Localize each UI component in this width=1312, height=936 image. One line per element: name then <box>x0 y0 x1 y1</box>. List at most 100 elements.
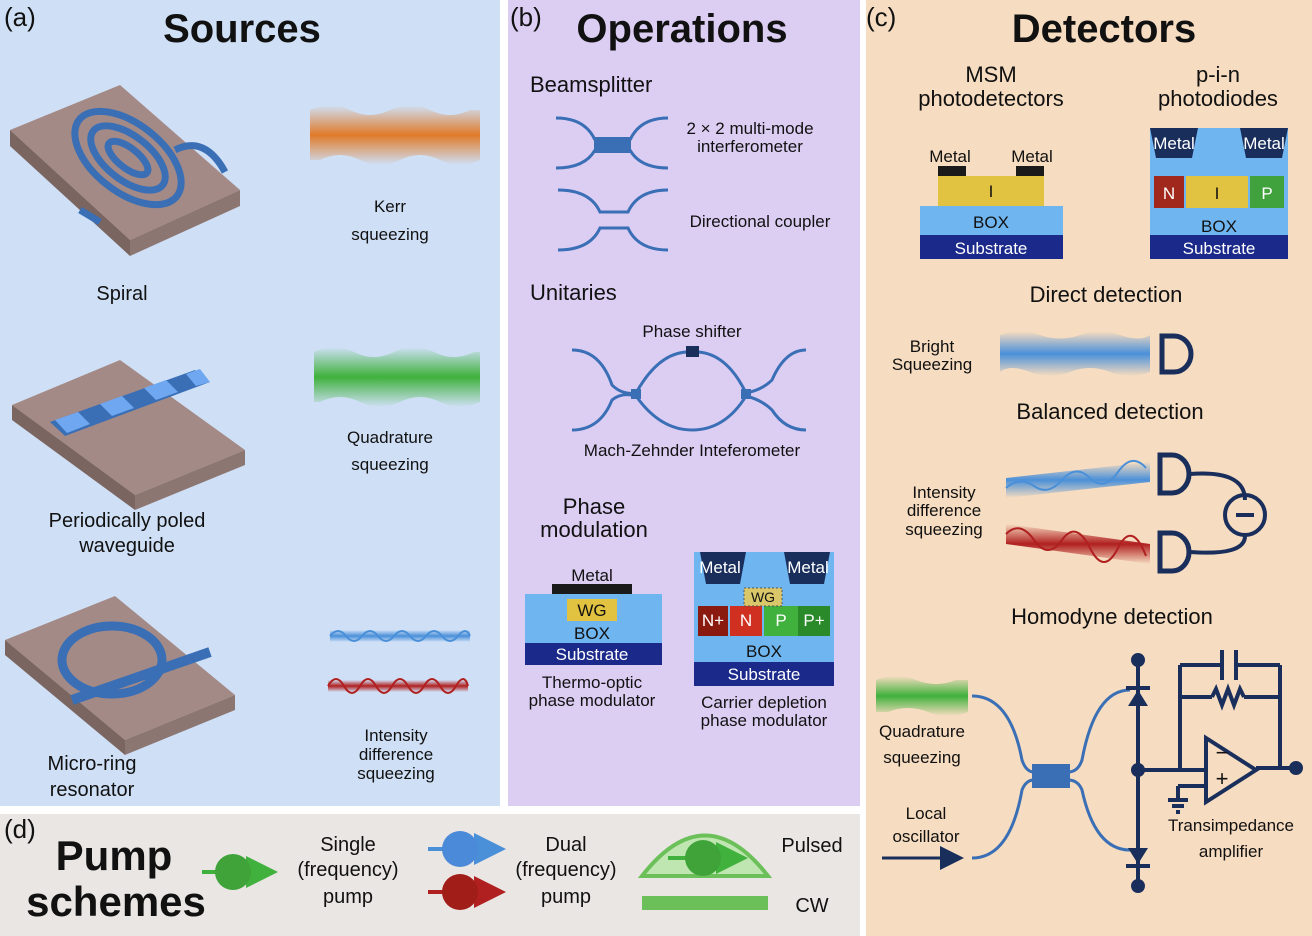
balanced-beams <box>1005 460 1150 564</box>
panel-b-tag: (b) <box>510 2 542 32</box>
carrier-caption-line1: Carrier depletion <box>701 693 827 712</box>
pump-title-line2: schemes <box>26 878 206 925</box>
intensity-beam-red <box>328 680 468 692</box>
phase-mod-heading-line1: Phase <box>563 494 625 519</box>
carrier-n-label: N <box>740 611 752 630</box>
msm-i-label: I <box>989 182 994 201</box>
thermo-caption-line1: Thermo-optic <box>542 673 643 692</box>
bright-squeezing-beam <box>1000 331 1150 376</box>
unitaries-heading: Unitaries <box>530 280 617 305</box>
thermo-optic-stack <box>525 584 662 665</box>
ring-label-line1: Micro-ring <box>48 753 137 775</box>
kerr-label-line2: squeezing <box>351 225 429 244</box>
phase-shifter-label: Phase shifter <box>642 322 742 341</box>
ppwg-label-line1: Periodically poled <box>49 510 206 532</box>
msm-box-label: BOX <box>973 213 1009 232</box>
panel-c-title: Detectors <box>1012 7 1197 51</box>
msm-metal-left: Metal <box>929 147 971 166</box>
spiral-label: Spiral <box>96 283 147 305</box>
single-pump-icon <box>215 854 251 890</box>
msm-metal-right: Metal <box>1011 147 1053 166</box>
balanced-heading: Balanced detection <box>1016 399 1203 424</box>
balanced-label-line3: squeezing <box>905 520 983 539</box>
thermo-box-label: BOX <box>574 624 610 643</box>
pump-title-line1: Pump <box>56 832 173 879</box>
balanced-detector-top-icon <box>1157 452 1192 496</box>
pulsed-label: Pulsed <box>781 835 842 857</box>
dc-label: Directional coupler <box>690 212 831 231</box>
cw-label: CW <box>795 895 828 917</box>
subtractor-icon <box>1223 493 1267 537</box>
directional-coupler <box>557 188 669 252</box>
bright-label-line2: Squeezing <box>892 355 972 374</box>
spiral-chip <box>10 85 240 256</box>
opamp-plus: + <box>1216 766 1229 791</box>
carrier-box-label: BOX <box>746 642 782 661</box>
panel-a-tag: (a) <box>4 2 36 32</box>
homodyne-heading: Homodyne detection <box>1011 604 1213 629</box>
pulsed-pump-icon <box>685 840 721 876</box>
dual-pump-red-icon <box>442 874 478 910</box>
homodyne-quad-line1: Quadrature <box>879 722 965 741</box>
panel-b-title: Operations <box>576 7 787 51</box>
panel-c-tag: (c) <box>866 2 896 32</box>
quad-label-line1: Quadrature <box>347 428 433 447</box>
homodyne-beamsplitter <box>971 688 1131 860</box>
thermo-metal-label: Metal <box>571 566 613 585</box>
intensity-label-line2: difference <box>359 745 433 764</box>
carrier-nplus-label: N+ <box>702 611 724 630</box>
ppwg-chip <box>12 360 245 510</box>
opamp-minus: − <box>1216 740 1229 765</box>
bright-label-line1: Bright <box>910 337 955 356</box>
dual-pump-blue-icon <box>442 831 478 867</box>
pin-stack <box>1150 128 1288 259</box>
pin-substrate-label: Substrate <box>1183 239 1256 258</box>
thermo-substrate-label: Substrate <box>556 645 629 664</box>
mzi-device <box>571 346 807 432</box>
mmi-device <box>555 116 669 170</box>
balanced-detector-bottom-icon <box>1157 530 1192 574</box>
intensity-label-line1: Intensity <box>364 726 428 745</box>
tia-label-line2: amplifier <box>1199 842 1264 861</box>
mzi-label: Mach-Zehnder Inteferometer <box>584 441 801 460</box>
balanced-label-line1: Intensity <box>912 483 976 502</box>
thermo-wg-label: WG <box>577 601 606 620</box>
single-label-line2: (frequency) <box>297 859 398 881</box>
quad-label-line2: squeezing <box>351 455 429 474</box>
panel-a-title: Sources <box>163 7 321 51</box>
carrier-wg-label: WG <box>751 589 775 605</box>
phase-mod-heading-line2: modulation <box>540 517 648 542</box>
lo-label-line2: oscillator <box>892 827 959 846</box>
carrier-p-label: P <box>775 611 786 630</box>
intensity-label-line3: squeezing <box>357 764 435 783</box>
quadrature-beam <box>314 347 480 407</box>
mmi-label-line1: 2 × 2 multi-mode <box>686 119 813 138</box>
carrier-metal-right: Metal <box>787 558 829 577</box>
direct-detector-icon <box>1159 333 1194 375</box>
cw-beam-icon <box>642 896 768 910</box>
single-label-line1: Single <box>320 834 376 856</box>
pin-heading-line1: p-i-n <box>1196 62 1240 87</box>
carrier-substrate-label: Substrate <box>728 665 801 684</box>
thermo-caption-line2: phase modulator <box>529 691 656 710</box>
intensity-wave-red <box>327 678 469 694</box>
pin-box-label: BOX <box>1201 217 1237 236</box>
msm-substrate-label: Substrate <box>955 239 1028 258</box>
kerr-label-line1: Kerr <box>374 197 406 216</box>
pin-metal-left: Metal <box>1153 134 1195 153</box>
dual-label-line3: pump <box>541 886 591 908</box>
msm-stack <box>920 166 1063 259</box>
carrier-pplus-label: P+ <box>803 611 824 630</box>
pin-metal-right: Metal <box>1243 134 1285 153</box>
lo-label-line1: Local <box>906 804 947 823</box>
panel-d-tag: (d) <box>4 814 36 844</box>
beamsplitter-heading: Beamsplitter <box>530 72 652 97</box>
tia-label-line1: Transimpedance <box>1168 816 1294 835</box>
dual-label-line1: Dual <box>545 834 586 856</box>
carrier-metal-left: Metal <box>699 558 741 577</box>
dual-label-line2: (frequency) <box>515 859 616 881</box>
pin-p-label: P <box>1261 184 1272 203</box>
intensity-wave-blue <box>329 630 471 642</box>
